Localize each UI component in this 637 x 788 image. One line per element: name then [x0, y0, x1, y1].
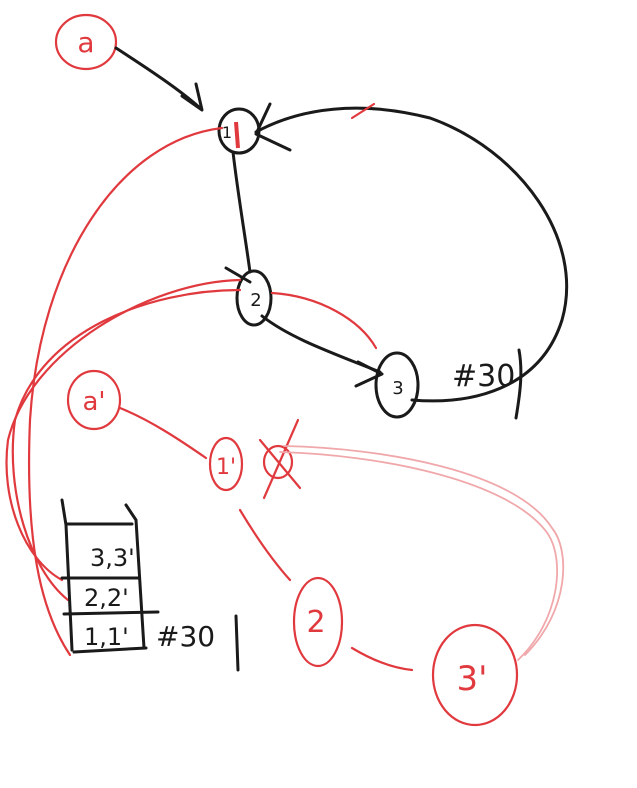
arrowhead-2-3	[354, 360, 384, 388]
edge-2-to-3-prime	[350, 646, 414, 672]
crossed-out-mark	[258, 418, 302, 500]
node-1: 1	[217, 107, 261, 155]
node-3: 3	[374, 351, 420, 419]
red-tick-on-loop	[350, 102, 376, 120]
copy-graph: a' 1' 2 3'	[66, 369, 565, 727]
edge-1-to-2	[231, 150, 252, 274]
node-3-label: 3	[392, 378, 403, 399]
annotation-30-top: #30	[452, 359, 515, 394]
mapping-stack: 3,3' 2,2' 1,1' #30	[60, 498, 240, 672]
edge-3-to-1	[254, 106, 568, 403]
link-3-to-stack	[5, 278, 242, 582]
arrowhead-1-2	[224, 266, 252, 284]
stack-line-3	[62, 610, 160, 616]
stack-row-3: 1,1'	[84, 623, 129, 651]
entry-node-a-prime: a'	[66, 369, 122, 431]
edge-a-prime-to-1-prime	[118, 406, 208, 460]
red-links	[5, 126, 378, 657]
node-1-prime: 1'	[208, 436, 244, 492]
stack-bottom-line	[72, 646, 148, 654]
link-1-to-stack	[27, 126, 224, 657]
annotation-stroke-bottom	[234, 614, 240, 672]
stack-row-3-text: 1,1'	[84, 623, 129, 651]
stack-row-2-text: 2,2'	[84, 584, 129, 612]
node-3-prime: 3'	[431, 623, 519, 727]
cross-strokes	[258, 418, 302, 500]
arrowhead-entry	[180, 82, 204, 112]
entry-node-a: a	[54, 13, 118, 71]
annotation-30-bottom: #30	[156, 620, 215, 653]
edge-3-prime-to-1-prime-b	[283, 445, 565, 656]
node-2: 2	[235, 269, 273, 327]
stack-right-wall	[124, 503, 146, 650]
arrowhead-3-1	[254, 102, 292, 152]
edge-3-prime-to-1-prime	[279, 451, 558, 661]
stack-row-1-text: 3,3'	[90, 544, 135, 572]
annotation-stroke-top	[514, 348, 523, 420]
node-1-prime-label: 1'	[216, 455, 236, 480]
stack-row-2: 2,2'	[84, 584, 129, 612]
node-3-prime-label: 3'	[457, 659, 488, 699]
edge-1-prime-to-2	[238, 508, 292, 582]
node-2-copy: 2	[292, 576, 344, 668]
entry-label-a-prime: a'	[82, 387, 105, 417]
node-1-red-mark	[234, 121, 240, 149]
node-2-label: 2	[250, 290, 261, 311]
entry-label-a: a	[77, 26, 94, 59]
stack-row-1: 3,3'	[90, 544, 135, 572]
link-2b	[270, 291, 378, 350]
original-graph: a 1 2 3 #30	[54, 13, 568, 420]
node-1-label: 1	[222, 123, 232, 142]
node-2-copy-label: 2	[306, 605, 325, 640]
